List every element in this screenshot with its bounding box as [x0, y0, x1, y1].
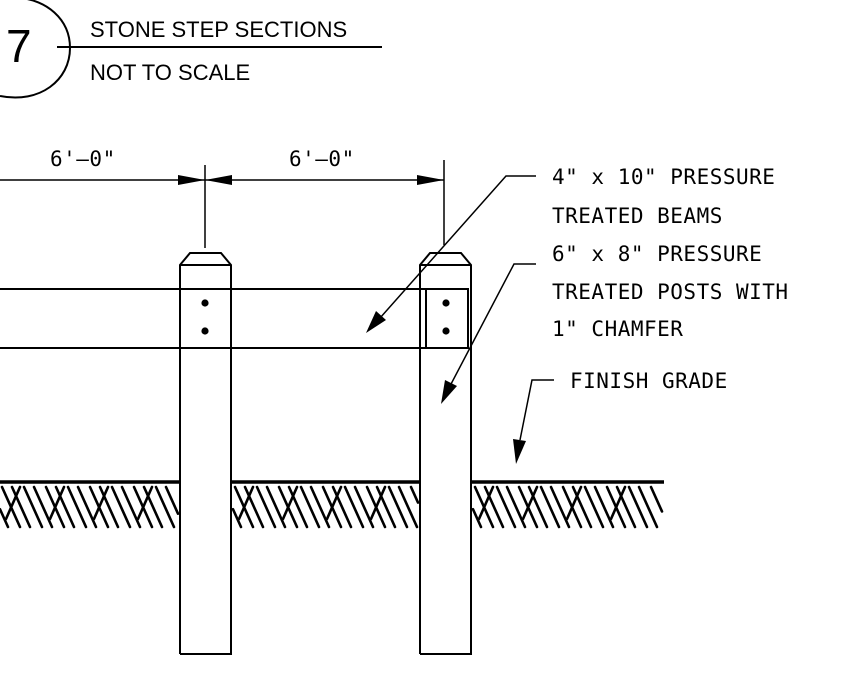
grade-callout: FINISH GRADE [570, 369, 728, 393]
beam-callout-line-1: 4" x 10" PRESSURE [552, 165, 775, 189]
hatch-stroke [539, 485, 561, 529]
leaders [366, 175, 554, 464]
dimension-right: 6'–0" [289, 147, 355, 171]
drawing-title: STONE STEP SECTIONS [90, 17, 347, 42]
hatch-stroke [527, 485, 549, 529]
hatch-stroke [142, 485, 164, 529]
hatch-stroke [136, 485, 154, 521]
detail-number: 7 [6, 20, 32, 72]
bolt-icon [201, 299, 209, 307]
hatch-stroke [237, 485, 255, 521]
detail-circle [0, 0, 72, 99]
dimension-string: 6'–0" 6'–0" [0, 147, 445, 248]
hatch-stroke [609, 485, 627, 521]
grade-leader [519, 379, 554, 441]
leader-arrow [513, 439, 526, 464]
post-right [419, 252, 472, 655]
post-callout-line-1: 6" x 8" PRESSURE [552, 242, 762, 266]
callouts: 4" x 10" PRESSURE TREATED BEAMS 6" x 8" … [552, 165, 789, 393]
hatch-stroke [583, 485, 605, 529]
hatch-stroke [471, 507, 483, 529]
hatch-stroke [387, 485, 409, 529]
hatch-stroke [649, 485, 664, 513]
beam-callout-line-2: TREATED BEAMS [552, 204, 723, 228]
hatch-stroke [0, 507, 10, 529]
hatch-stroke [48, 485, 66, 521]
hatch-stroke [549, 485, 571, 529]
hatch-stroke [4, 485, 22, 521]
bolt-icon [442, 299, 450, 307]
bolt-icon [442, 327, 450, 335]
hatch-stroke [164, 485, 180, 515]
hatch-stroke [154, 485, 176, 529]
hatch-stroke [483, 485, 505, 529]
bolt-icon [201, 327, 209, 335]
hatch-stroke [477, 485, 495, 521]
post-callout-line-2: TREATED POSTS WITH [552, 280, 789, 304]
hatch-stroke [343, 485, 365, 529]
hatch-stroke [637, 485, 659, 529]
hatch-stroke [369, 485, 387, 521]
hatch-stroke [299, 485, 321, 529]
earth-hatch [0, 485, 664, 529]
beam-end-section [425, 288, 469, 349]
beam-leader [379, 175, 536, 319]
hatch-stroke [110, 485, 132, 529]
hatch-stroke [22, 485, 44, 529]
dimension-arrow [205, 175, 232, 185]
beams [0, 288, 469, 349]
hatch-stroke [505, 485, 527, 529]
hatch-stroke [521, 485, 539, 521]
hatch-stroke [565, 485, 583, 521]
hatch-stroke [375, 485, 397, 529]
post-left-outline [179, 252, 232, 655]
hatch-stroke [325, 485, 343, 521]
hatch-stroke [231, 507, 243, 529]
hatch-stroke [281, 485, 299, 521]
post-leader [449, 263, 536, 387]
hatch-stroke [397, 485, 419, 529]
hatch-stroke [331, 485, 353, 529]
scale-note: NOT TO SCALE [90, 60, 250, 85]
hatch-stroke [120, 485, 142, 529]
hatch-stroke [309, 485, 331, 529]
leader-arrow [441, 380, 457, 404]
hatch-stroke [243, 485, 265, 529]
hatch-stroke [92, 485, 110, 521]
hatch-stroke [54, 485, 76, 529]
hatch-stroke [627, 485, 649, 529]
leader-arrow [366, 311, 386, 333]
dimension-arrow [178, 175, 205, 185]
dimension-left: 6'–0" [50, 147, 116, 171]
hatch-stroke [287, 485, 309, 529]
hatch-stroke [593, 485, 615, 529]
hatch-stroke [66, 485, 88, 529]
hatch-stroke [255, 485, 277, 529]
post-right-outline [419, 252, 472, 655]
post-callout-line-3: 1" CHAMFER [552, 317, 683, 341]
hatch-stroke [10, 485, 32, 529]
finish-grade [0, 480, 664, 529]
hatch-stroke [409, 485, 420, 504]
hatch-stroke [76, 485, 98, 529]
hatch-stroke [265, 485, 287, 529]
detail-bubble: 7 STONE STEP SECTIONS NOT TO SCALE [0, 0, 382, 99]
hatch-stroke [32, 485, 54, 529]
hatch-stroke [495, 485, 517, 529]
hatch-stroke [571, 485, 593, 529]
post-left [179, 252, 232, 655]
dimension-arrow [417, 175, 444, 185]
hatch-stroke [615, 485, 637, 529]
hatch-stroke [353, 485, 375, 529]
hatch-stroke [98, 485, 120, 529]
